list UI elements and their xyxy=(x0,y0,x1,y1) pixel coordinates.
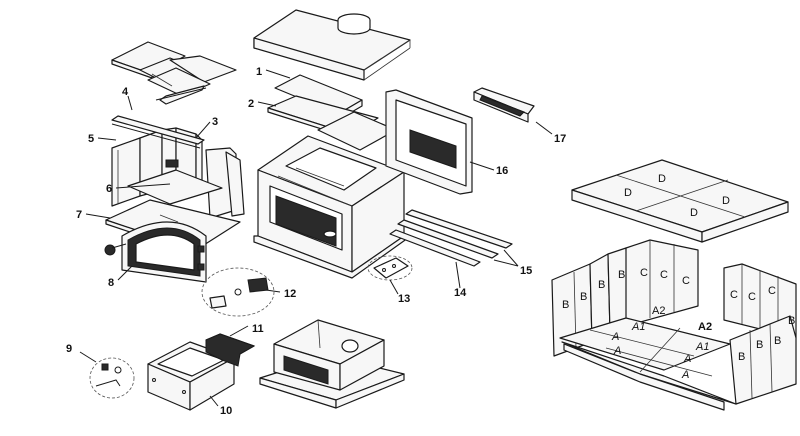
top-bricks-upper-left xyxy=(111,41,237,97)
brick-c-back-2: C xyxy=(660,269,668,281)
firebox-left-bricks xyxy=(111,115,245,219)
brick-a-2: A xyxy=(613,345,621,357)
brick-c-back-3: C xyxy=(682,275,690,287)
brick-layout-firebox xyxy=(551,239,797,411)
callout-14: 14 xyxy=(454,287,467,299)
brick-b-left-1: B xyxy=(562,299,569,311)
leader-lines xyxy=(79,69,553,407)
door-hardware xyxy=(201,267,275,317)
callout-10: 10 xyxy=(220,405,232,417)
support-bar-4 xyxy=(155,85,207,105)
drawer-gasket xyxy=(205,333,256,367)
callout-16: 16 xyxy=(496,165,508,177)
callout-11: 11 xyxy=(252,323,264,335)
callout-4: 4 xyxy=(122,86,129,98)
brick-a1-right: A1 xyxy=(695,341,709,353)
callout-5: 5 xyxy=(88,133,94,145)
brick-c-right-2: C xyxy=(748,291,756,303)
brick-a2-back: A2 xyxy=(652,305,665,317)
callout-numbers: 1 2 3 4 5 6 7 8 9 10 11 12 13 14 15 16 1… xyxy=(66,66,566,417)
brick-c-right-1: C xyxy=(730,289,738,301)
brick-d-4: D xyxy=(690,207,698,219)
rails xyxy=(389,209,513,267)
brick-b-right-4: B xyxy=(788,315,795,327)
brick-a-3: A xyxy=(683,353,691,365)
callout-12: 12 xyxy=(284,288,296,300)
callout-2: 2 xyxy=(248,98,254,110)
brick-b-right-1: B xyxy=(738,351,745,363)
brick-b-left-2: B xyxy=(580,291,587,303)
loading-door xyxy=(104,221,207,283)
brick-d-2: D xyxy=(624,187,632,199)
handle-kit xyxy=(89,357,135,399)
callout-1: 1 xyxy=(256,66,262,78)
brick-c-right-3: C xyxy=(768,285,776,297)
brick-b-left-4: B xyxy=(618,269,625,281)
brick-d-3: D xyxy=(722,195,730,207)
brick-a1-mid: A1 xyxy=(631,321,645,333)
callout-7: 7 xyxy=(76,209,82,221)
brick-letters: D D D D B B B B C C C C C C B B B B A2 A… xyxy=(562,173,795,381)
stove-body xyxy=(253,111,409,279)
callout-8: 8 xyxy=(108,277,114,289)
callout-15: 15 xyxy=(520,265,532,277)
callout-13: 13 xyxy=(398,293,410,305)
side-panel xyxy=(385,89,473,195)
brick-a-4: A xyxy=(681,369,689,381)
brick-a-1: A xyxy=(611,331,619,343)
top-plate xyxy=(253,9,411,81)
brick-b-right-3: B xyxy=(774,335,781,347)
pedestal-base xyxy=(259,319,405,409)
brick-b-left-3: B xyxy=(598,279,605,291)
callout-6: 6 xyxy=(106,183,112,195)
brick-a2-right: A2 xyxy=(698,321,712,333)
brick-c-back-1: C xyxy=(640,267,648,279)
callout-17: 17 xyxy=(554,133,566,145)
air-wash-plate xyxy=(367,255,413,281)
callout-3: 3 xyxy=(212,116,218,128)
heat-shield-bracket xyxy=(473,87,535,123)
callout-9: 9 xyxy=(66,343,72,355)
brick-b-right-2: B xyxy=(756,339,763,351)
brick-d-1: D xyxy=(658,173,666,185)
brick-layout-top xyxy=(571,159,789,243)
